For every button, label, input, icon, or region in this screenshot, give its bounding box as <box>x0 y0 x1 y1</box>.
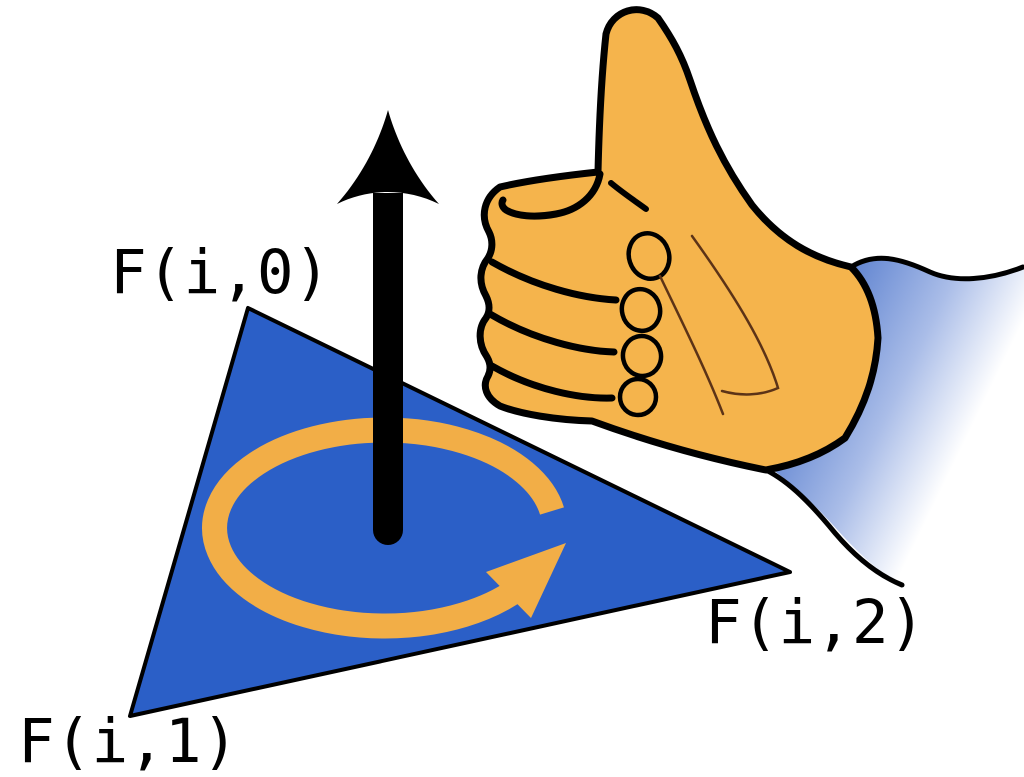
normal-arrow-shaft <box>373 193 403 545</box>
palm-crease-line <box>690 234 780 396</box>
rotation-arrow <box>202 417 566 639</box>
rotation-arrow-arc <box>202 417 564 639</box>
vertex-label-1: F(i,1) <box>18 706 238 777</box>
palm-crease-line <box>658 274 725 416</box>
fingernail <box>626 231 672 281</box>
thumbs-up-hand-icon <box>476 6 882 474</box>
normal-arrow-head <box>337 110 439 204</box>
normal-arrow <box>337 110 439 545</box>
fingernail <box>619 286 663 334</box>
hand-outline <box>476 6 882 474</box>
fingernail <box>620 333 664 379</box>
finger-fold-line <box>486 310 618 356</box>
finger-fold-line <box>488 258 620 304</box>
vertex-label-0: F(i,0) <box>110 237 330 308</box>
vertex-label-2: F(i,2) <box>705 587 925 658</box>
sleeve-bottom-line <box>763 467 905 588</box>
fingernail <box>617 376 659 418</box>
index-curl-line <box>498 170 604 220</box>
sleeve-cuff-line <box>848 255 1024 282</box>
thumb-crease-line <box>608 180 649 212</box>
finger-fold-line <box>488 362 616 402</box>
rotation-arrow-head <box>486 543 566 618</box>
